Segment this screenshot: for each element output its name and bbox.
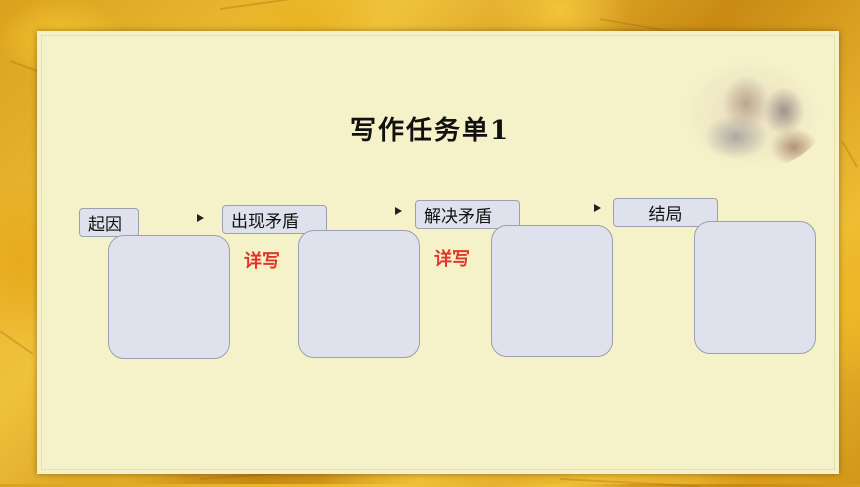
- step-box-conflict[interactable]: [298, 230, 420, 358]
- step-box-ending[interactable]: [694, 221, 816, 354]
- annotation-detailed-1: 详写: [244, 251, 280, 272]
- annotation-detailed-2: 详写: [434, 249, 470, 270]
- step-label-ending: 结局: [613, 198, 718, 227]
- slide-title: 写作任务单1: [349, 116, 511, 146]
- step-label-cause: 起因: [79, 208, 139, 237]
- step-label-conflict: 出现矛盾: [222, 205, 327, 234]
- step-box-cause[interactable]: [108, 235, 230, 359]
- triangle-arrow-icon: [197, 214, 204, 222]
- slide-border: [41, 35, 835, 470]
- triangle-arrow-icon: [594, 204, 601, 212]
- triangle-arrow-icon: [395, 207, 402, 215]
- step-box-resolution[interactable]: [491, 225, 613, 357]
- step-label-resolution: 解决矛盾: [415, 200, 520, 229]
- ink-painting-illustration: [676, 55, 826, 170]
